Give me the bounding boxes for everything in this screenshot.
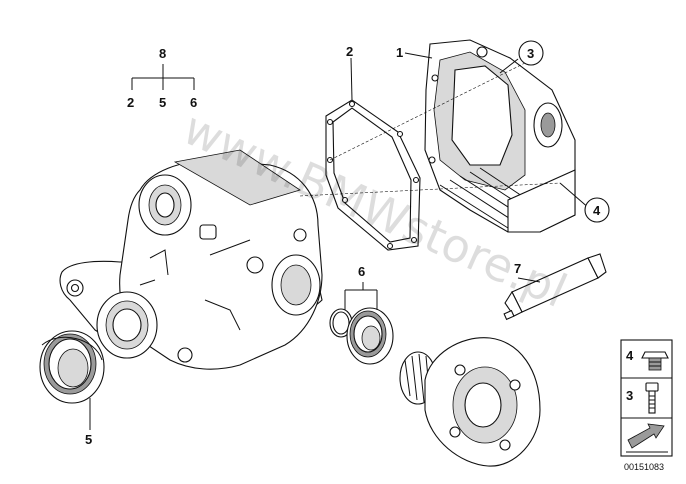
label-part-3[interactable]: 3	[527, 46, 534, 61]
arrow-icon	[626, 423, 668, 453]
diagram-number: 00151083	[624, 462, 664, 472]
legend-label-4[interactable]: 4	[626, 348, 634, 363]
label-8[interactable]: 8	[159, 46, 166, 61]
shaft-seal-part-5[interactable]	[39, 330, 105, 404]
grease-tube-part-7[interactable]	[503, 253, 607, 321]
legend-panel: 4 3	[620, 339, 673, 457]
label-8-child-2[interactable]: 2	[127, 95, 134, 110]
label-part-1[interactable]: 1	[396, 45, 403, 60]
output-flange[interactable]	[399, 337, 541, 467]
label-8-child-6[interactable]: 6	[190, 95, 197, 110]
label-part-6[interactable]: 6	[358, 264, 365, 279]
seal-set-part-6[interactable]	[329, 307, 394, 365]
group-8-tree: 8 2 5 6	[127, 46, 197, 110]
callout-circle-3	[518, 40, 544, 66]
label-part-7[interactable]: 7	[514, 261, 521, 276]
bolt-icon	[645, 382, 659, 414]
label-8-child-5[interactable]: 5	[159, 95, 166, 110]
legend-label-3[interactable]: 3	[626, 388, 633, 403]
part-labels: 1 2 3 4 5 6 7	[85, 40, 610, 447]
differential-housing[interactable]	[59, 149, 323, 370]
callout-circle-4	[584, 197, 610, 223]
gasket-part-2[interactable]	[325, 99, 421, 251]
cover-part-1[interactable]	[424, 39, 576, 233]
label-part-5[interactable]: 5	[85, 432, 92, 447]
plug-screw-icon	[641, 351, 669, 371]
label-part-4[interactable]: 4	[593, 203, 601, 218]
label-part-2[interactable]: 2	[346, 44, 353, 59]
leader-lines	[89, 52, 591, 430]
